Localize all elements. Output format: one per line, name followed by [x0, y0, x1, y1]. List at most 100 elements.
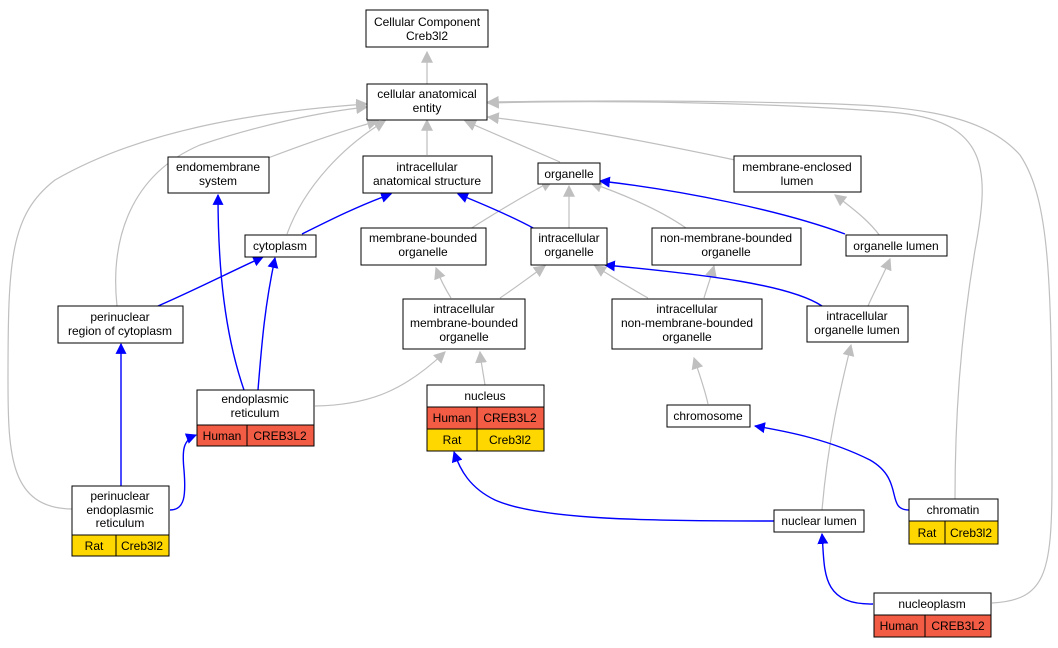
node-perinuclear-endoplasmic-reticulum[interactable]: perinuclear endoplasmic reticulum Rat Cr…	[71, 485, 170, 557]
node-inmbo-line: non-membrane-bounded	[621, 316, 753, 330]
node-mbo-line: organelle	[398, 245, 448, 259]
node-inmbo-line: organelle	[662, 330, 712, 344]
node-endomembrane-line: system	[199, 174, 237, 188]
node-er-line: endoplasmic	[221, 392, 288, 406]
node-endoplasmic-reticulum[interactable]: endoplasmic reticulum Human CREB3L2	[196, 389, 315, 447]
edge-iol-ol	[867, 257, 892, 307]
edge-per-er	[169, 433, 198, 511]
edge-chromosome-inmbo	[691, 356, 709, 405]
node-ias-line: intracellular	[396, 160, 457, 174]
edge-organelle-cae	[463, 119, 561, 163]
edge-io-ias	[456, 192, 536, 230]
edge-er-endomembrane	[212, 193, 245, 391]
node-mbo-line: membrane-bounded	[369, 231, 477, 245]
node-intracellular-organelle[interactable]: intracellular organelle	[530, 227, 608, 266]
gene-symbol-label: Creb3l2	[121, 539, 163, 553]
node-intracellular-non-membrane-bounded-organelle[interactable]: intracellular non-membrane-bounded organ…	[611, 298, 763, 350]
edge-np-nl	[817, 532, 874, 605]
gene-species-label: Human	[433, 411, 472, 425]
node-np-line: nucleoplasm	[898, 597, 965, 611]
edge-mbo-organelle	[469, 180, 554, 230]
node-intracellular-membrane-bounded-organelle[interactable]: intracellular membrane-bounded organelle	[402, 298, 526, 350]
node-cytoplasm[interactable]: cytoplasm	[244, 234, 317, 258]
gene-species-label: Rat	[85, 539, 104, 553]
node-organelle-lumen[interactable]: organelle lumen	[845, 234, 948, 257]
node-chromatin-line: chromatin	[927, 503, 980, 517]
node-io-line: intracellular	[538, 231, 599, 245]
node-non-membrane-bounded-organelle[interactable]: non-membrane-bounded organelle	[651, 227, 802, 266]
edge-prc-cae	[115, 102, 369, 307]
node-per-line: perinuclear	[90, 489, 149, 503]
edge-chromatin-cae	[486, 96, 983, 500]
edge-imbo-mbo	[434, 266, 452, 299]
node-ol-line: organelle lumen	[853, 239, 938, 253]
node-endomembrane-system[interactable]: endomembrane system	[167, 156, 270, 194]
edge-iol-io	[603, 260, 823, 307]
edge-endomembrane-cae	[267, 118, 380, 159]
node-organelle-line: organelle	[544, 167, 594, 181]
edge-er-cytoplasm	[257, 256, 279, 391]
edge-imbo-io	[499, 265, 546, 299]
gene-symbol-label: Creb3l2	[489, 433, 531, 447]
gene-symbol-label: CREB3L2	[253, 429, 307, 443]
node-perinuclear-region-of-cytoplasm[interactable]: perinuclear region of cytoplasm	[57, 305, 184, 344]
node-iol-line: intracellular	[826, 309, 887, 323]
edge-chromatin-chromosome	[753, 422, 910, 511]
edge-cytoplasm-cae	[286, 120, 387, 235]
node-iol-line: organelle lumen	[814, 323, 899, 337]
node-nuclear-lumen[interactable]: nuclear lumen	[773, 509, 865, 533]
gene-species-label: Human	[203, 429, 242, 443]
node-nucleus-line: nucleus	[464, 389, 505, 403]
edge-mel-cae	[486, 112, 736, 161]
node-membrane-enclosed-lumen[interactable]: membrane-enclosed lumen	[733, 155, 862, 193]
node-nmbo-line: organelle	[701, 245, 751, 259]
node-intracellular-anatomical-structure[interactable]: intracellular anatomical structure	[362, 155, 493, 194]
node-mel-line: lumen	[781, 174, 814, 188]
gene-species-label: Rat	[918, 526, 937, 540]
part-of-edges	[115, 176, 910, 605]
edge-nl-iol	[821, 343, 855, 511]
node-endomembrane-line: endomembrane	[176, 160, 260, 174]
node-mel-line: membrane-enclosed	[742, 160, 851, 174]
node-nl-line: nuclear lumen	[781, 514, 856, 528]
node-per-line: reticulum	[96, 516, 145, 530]
node-chromatin[interactable]: chromatin Rat Creb3l2	[908, 498, 999, 545]
gene-symbol-label: Creb3l2	[950, 526, 992, 540]
gene-symbol-label: CREB3L2	[483, 411, 537, 425]
node-cae-line: entity	[413, 101, 442, 115]
gene-species-label: Rat	[443, 433, 462, 447]
is-a-edges	[7, 50, 1053, 604]
node-cae-line: cellular anatomical	[377, 87, 476, 101]
node-membrane-bounded-organelle[interactable]: membrane-bounded organelle	[360, 227, 487, 266]
node-cellular-anatomical-entity[interactable]: cellular anatomical entity	[366, 83, 488, 121]
node-imbo-line: membrane-bounded	[410, 316, 518, 330]
node-inmbo-line: intracellular	[656, 302, 717, 316]
node-root-line: Creb3l2	[406, 29, 448, 43]
edge-er-imbo	[314, 351, 446, 407]
edge-per-cae	[7, 98, 369, 510]
node-prc-line: region of cytoplasm	[68, 324, 172, 338]
node-prc-line: perinuclear	[90, 310, 149, 324]
node-imbo-line: intracellular	[433, 302, 494, 316]
edge-prc-cytoplasm	[157, 256, 265, 307]
node-cytoplasm-line: cytoplasm	[253, 239, 307, 253]
node-nucleus[interactable]: nucleus Human CREB3L2 Rat Creb3l2	[426, 384, 545, 452]
gene-symbol-label: CREB3L2	[931, 619, 985, 633]
node-io-line: organelle	[544, 245, 594, 259]
edge-ol-mel	[834, 194, 881, 237]
edge-np-cae	[486, 95, 1053, 604]
node-nucleoplasm[interactable]: nucleoplasm Human CREB3L2	[873, 592, 992, 638]
node-root-line: Cellular Component	[374, 15, 481, 29]
gene-species-label: Human	[880, 619, 919, 633]
edge-cytoplasm-ias	[301, 192, 393, 235]
edge-nl-nucleus	[451, 450, 775, 522]
node-ias-line: anatomical structure	[373, 174, 481, 188]
node-organelle[interactable]: organelle	[537, 162, 601, 185]
node-chromosome[interactable]: chromosome	[666, 404, 751, 428]
edge-inmbo-nmbo	[703, 264, 717, 299]
node-intracellular-organelle-lumen[interactable]: intracellular organelle lumen	[806, 305, 909, 343]
node-root[interactable]: Cellular Component Creb3l2	[365, 9, 489, 48]
node-per-line: endoplasmic	[86, 503, 153, 517]
